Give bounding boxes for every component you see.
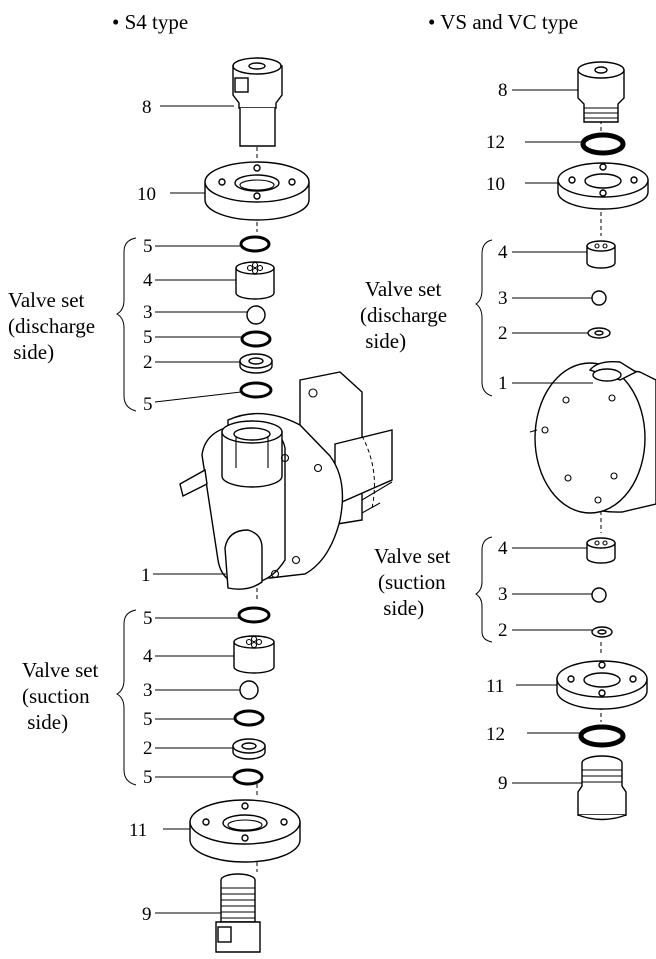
s4-callout-5: 5 xyxy=(143,709,153,730)
s4-o-ring xyxy=(233,709,265,727)
s4-callout-4: 4 xyxy=(143,646,153,667)
s4-callout-4: 4 xyxy=(143,270,153,291)
vs-gasket xyxy=(580,132,626,156)
s4-callout-5: 5 xyxy=(143,394,153,415)
s4-callout-8: 8 xyxy=(142,97,152,118)
s4-discharge-connector xyxy=(232,57,283,147)
vs-callout-1: 1 xyxy=(498,373,508,394)
s4-discharge-group-label-line2: (discharge xyxy=(8,314,95,338)
vs-discharge-group-label-line2: (discharge xyxy=(360,303,447,327)
vs-callout-9: 9 xyxy=(498,773,508,794)
vs-callout-2: 2 xyxy=(498,323,508,344)
vs-callout-2: 2 xyxy=(498,620,508,641)
s4-o-ring xyxy=(239,381,273,399)
s4-discharge-group-label-line1: Valve set xyxy=(8,288,85,312)
vs-callout-12: 12 xyxy=(486,724,505,745)
vs-suction-group-label-line3: side) xyxy=(378,596,424,620)
vs-discharge-connector xyxy=(577,61,625,123)
heading-vs-vc-type: • VS and VC type xyxy=(428,10,578,34)
s4-suction-connector xyxy=(215,873,261,953)
s4-callout-2: 2 xyxy=(143,738,153,759)
s4-o-ring xyxy=(237,606,271,624)
s4-valve-seat xyxy=(239,353,273,374)
s4-pump-head xyxy=(179,371,393,590)
s4-discharge-group-label-line3: side) xyxy=(8,340,54,364)
s4-suction-group-label-line3: side) xyxy=(22,710,68,734)
vs-callout-12: 12 xyxy=(486,132,505,153)
s4-suction-valve-set xyxy=(232,606,275,786)
s4-suction-group-label-line1: Valve set xyxy=(22,658,99,682)
vs-suction-flange xyxy=(556,660,648,710)
vs-callout-10: 10 xyxy=(486,174,505,195)
vs-discharge-group-label-line1: Valve set xyxy=(365,277,442,301)
s4-o-ring xyxy=(232,768,264,786)
s4-discharge-brace xyxy=(115,237,137,412)
vs-discharge-valve-set xyxy=(586,240,616,339)
vs-callout-11: 11 xyxy=(486,676,504,697)
vs-discharge-brace xyxy=(475,239,493,397)
vs-valve-ball xyxy=(591,587,607,603)
vs-callout-3: 3 xyxy=(498,584,508,605)
s4-valve-ball xyxy=(246,305,266,325)
s4-callout-5: 5 xyxy=(143,608,153,629)
s4-callout-1: 1 xyxy=(141,565,151,586)
s4-callout-2: 2 xyxy=(143,352,153,373)
s4-valve-ball xyxy=(239,680,259,700)
s4-callout-10: 10 xyxy=(137,184,156,205)
vs-leader-lines xyxy=(512,89,593,784)
vs-suction-group-label-line1: Valve set xyxy=(374,544,451,568)
s4-callout-5: 5 xyxy=(143,767,153,788)
s4-suction-brace xyxy=(115,609,137,786)
s4-valve-guide xyxy=(233,635,275,674)
vs-suction-valve-set xyxy=(586,537,616,638)
vs-discharge-flange xyxy=(557,162,649,210)
vs-callout-3: 3 xyxy=(498,288,508,309)
vs-suction-group-label-line2: (suction xyxy=(378,570,446,594)
vs-callout-4: 4 xyxy=(498,538,508,559)
vs-valve-guide xyxy=(586,240,616,269)
s4-leader-lines xyxy=(153,105,247,914)
s4-suction-flange xyxy=(189,799,301,863)
s4-valve-seat xyxy=(232,738,266,760)
s4-o-ring xyxy=(240,330,272,348)
s4-callout-3: 3 xyxy=(143,680,153,701)
vs-pump-head xyxy=(529,360,656,514)
vs-discharge-group-label-line3: side) xyxy=(360,329,406,353)
s4-discharge-flange xyxy=(204,161,310,221)
s4-callout-3: 3 xyxy=(143,302,153,323)
s4-valve-guide xyxy=(235,261,275,300)
vs-callout-8: 8 xyxy=(498,80,508,101)
s4-suction-group-label-line2: (suction xyxy=(22,684,90,708)
vs-suction-connector xyxy=(577,755,627,821)
heading-s4-type: • S4 type xyxy=(112,10,188,34)
s4-discharge-valve-set xyxy=(235,235,275,399)
s4-o-ring xyxy=(239,235,271,253)
s4-callout-5: 5 xyxy=(143,236,153,257)
vs-valve-guide xyxy=(586,537,616,564)
vs-valve-seat xyxy=(587,327,611,339)
vs-valve-seat xyxy=(591,626,613,638)
s4-callout-9: 9 xyxy=(142,904,152,925)
s4-callout-11: 11 xyxy=(129,820,147,841)
vs-valve-ball xyxy=(591,290,607,306)
s4-callout-5: 5 xyxy=(143,327,153,348)
vs-gasket xyxy=(578,724,626,748)
vs-callout-4: 4 xyxy=(498,242,508,263)
vs-suction-brace xyxy=(475,536,493,643)
